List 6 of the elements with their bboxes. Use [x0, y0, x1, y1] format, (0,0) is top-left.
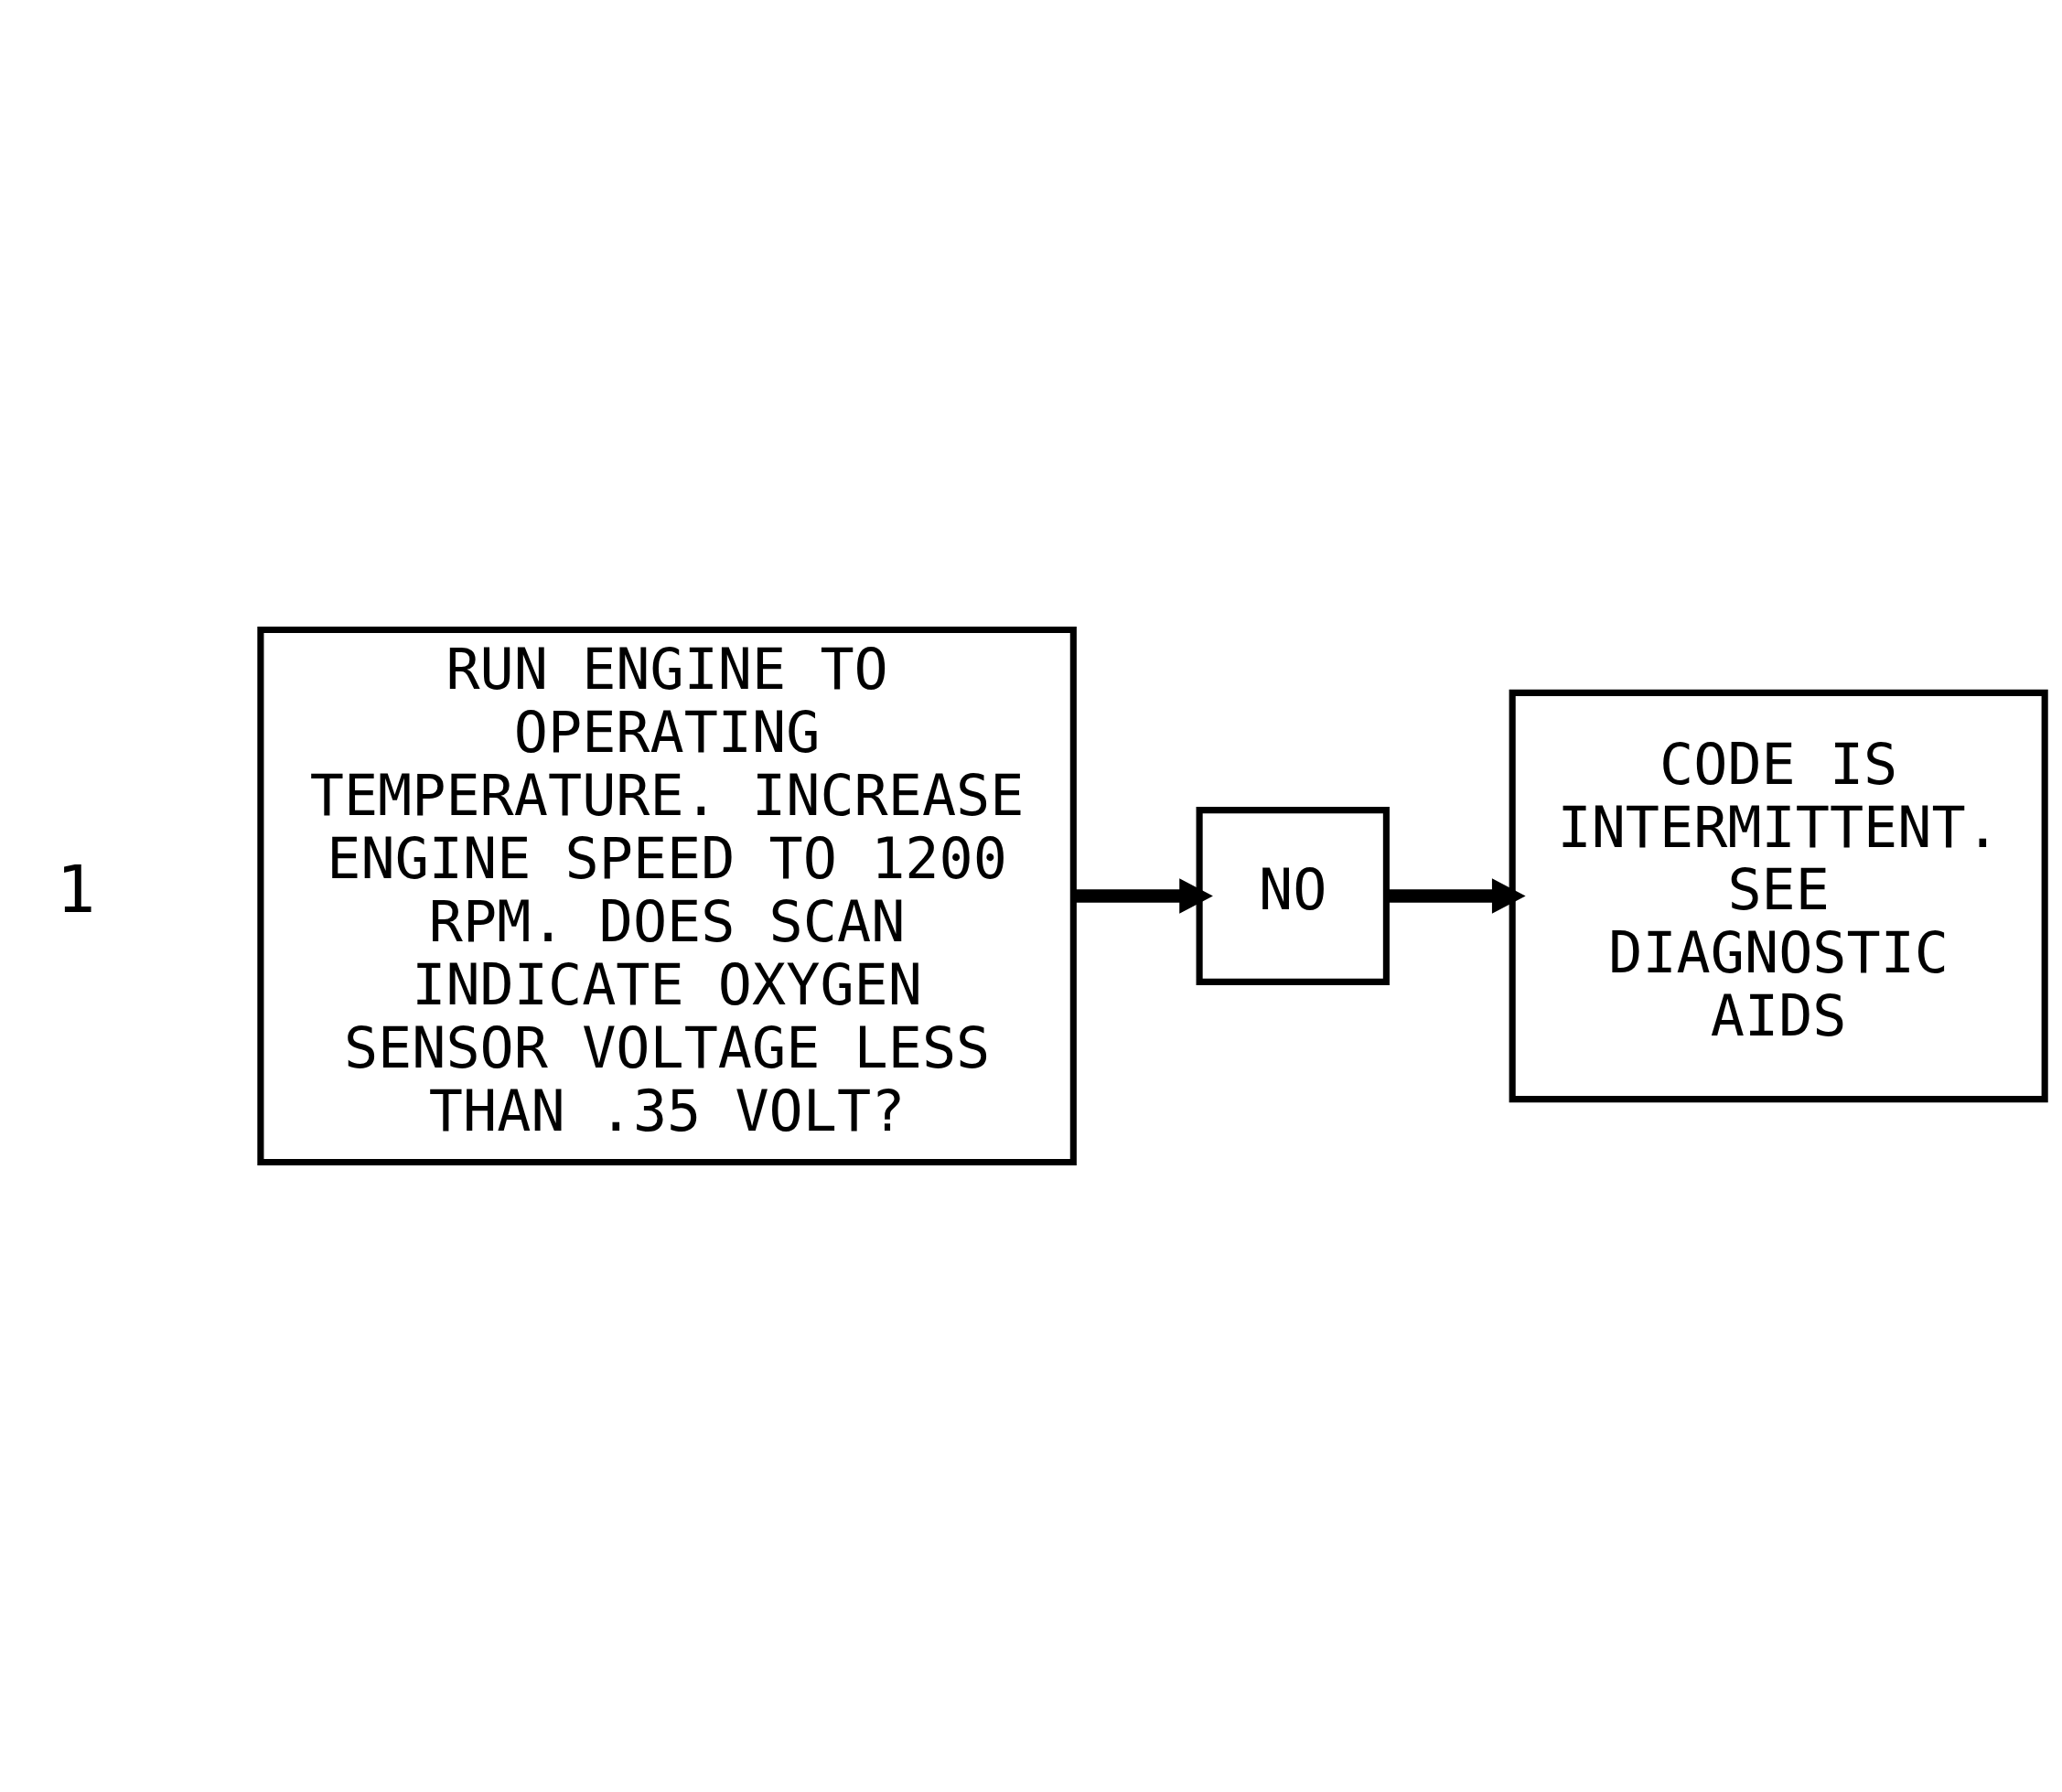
node-label: 1 — [56, 852, 96, 928]
node-box: NO — [1196, 807, 1390, 985]
node-box: RUN ENGINE TO OPERATING TEMPERATURE. INCREASE ENGINE SPEED TO 1200 RPM. DOES SCAN INDICATE OXYGEN SENSOR VOLTAGE LESS THAN .35 VOLT? — [257, 626, 1077, 1166]
node-box: CODE IS INTERMITTENT. SEE DIAGNOSTIC AIDS — [1509, 689, 2048, 1103]
arrow — [1074, 878, 1213, 914]
arrow — [1386, 878, 1526, 914]
